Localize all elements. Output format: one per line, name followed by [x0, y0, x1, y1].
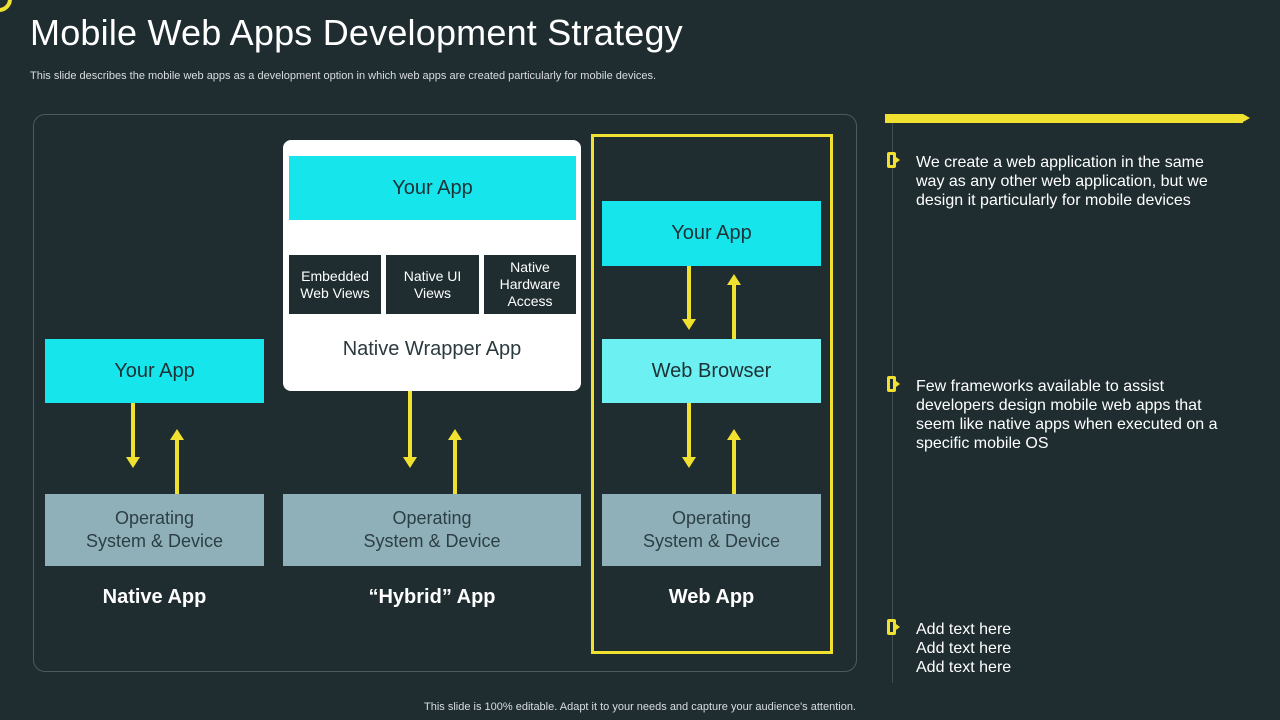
note-1-line1: We create a web application in the same	[916, 154, 1204, 171]
hybrid-up-arrow	[448, 429, 462, 494]
embedded-web-views-line1: Embedded	[301, 267, 369, 284]
native-up-arrow	[170, 429, 184, 494]
hybrid-os-box: Operating System & Device	[283, 494, 581, 566]
diagram-panel	[33, 114, 857, 672]
native-your-app-box: Your App	[45, 339, 264, 403]
note-3-line1: Add text here	[916, 621, 1012, 638]
footer-note: This slide is 100% editable. Adapt it to…	[424, 701, 856, 713]
note-3-line2: Add text here	[916, 640, 1012, 657]
embedded-web-views-box: Embedded Web Views	[289, 255, 381, 314]
note-2-line2: developers design mobile web apps that	[916, 397, 1202, 414]
web-lower-up-arrow	[727, 429, 741, 494]
note-2-line1: Few frameworks available to assist	[916, 378, 1165, 395]
native-os-line2: System & Device	[85, 531, 224, 551]
web-lower-down-arrow	[682, 403, 696, 468]
web-os-line2: System & Device	[642, 531, 781, 551]
note-1-line2: way as any other web application, but we	[916, 173, 1208, 190]
native-hardware-access-line1: Native	[510, 259, 550, 275]
native-hardware-access-line3: Access	[507, 293, 553, 309]
note-3: Add text here Add text here Add text her…	[916, 620, 1236, 677]
note-2-line4: specific mobile OS	[916, 435, 1049, 452]
pin-icon	[887, 376, 900, 392]
web-os-box: Operating System & Device	[602, 494, 821, 566]
note-1: We create a web application in the same …	[916, 153, 1236, 210]
hybrid-app-label: “Hybrid” App	[368, 586, 496, 608]
accent-bar-tip	[1243, 114, 1250, 122]
web-browser-box: Web Browser	[602, 339, 821, 403]
note-2-line3: seem like native apps when executed on a	[916, 416, 1218, 433]
web-upper-up-arrow	[727, 274, 741, 339]
native-os-box: Operating System & Device	[45, 494, 264, 566]
web-app-highlight-frame	[591, 134, 833, 654]
page-subtitle: This slide describes the mobile web apps…	[30, 70, 657, 82]
native-ui-views-box: Native UI Views	[386, 255, 479, 314]
web-app-label: Web App	[668, 586, 755, 608]
web-your-app-box: Your App	[602, 201, 821, 266]
hybrid-your-app-box: Your App	[289, 156, 576, 220]
hybrid-os-line2: System & Device	[363, 531, 501, 551]
native-hardware-access-box: Native Hardware Access	[484, 255, 576, 314]
hybrid-down-arrow	[403, 391, 417, 468]
timeline-line	[892, 123, 893, 683]
native-hardware-access-line2: Hardware	[499, 276, 561, 292]
web-upper-down-arrow	[682, 266, 696, 330]
note-1-line3: design it particularly for mobile device…	[916, 192, 1191, 209]
note-2: Few frameworks available to assist devel…	[916, 377, 1236, 453]
accent-bar	[885, 114, 1243, 123]
native-down-arrow	[126, 403, 140, 468]
web-os-line1: Operating	[671, 508, 752, 528]
native-os-line1: Operating	[114, 508, 195, 528]
native-wrapper-app-label: Native Wrapper App	[342, 338, 522, 360]
hybrid-os-line1: Operating	[392, 508, 472, 528]
note-3-line3: Add text here	[916, 659, 1012, 676]
native-app-label: Native App	[102, 586, 207, 608]
native-ui-views-line2: Views	[413, 284, 452, 301]
pin-icon	[887, 152, 900, 168]
embedded-web-views-line2: Web Views	[300, 284, 370, 301]
page-title: Mobile Web Apps Development Strategy	[30, 12, 683, 53]
pin-icon	[887, 619, 900, 635]
native-ui-views-line1: Native UI	[403, 267, 462, 284]
